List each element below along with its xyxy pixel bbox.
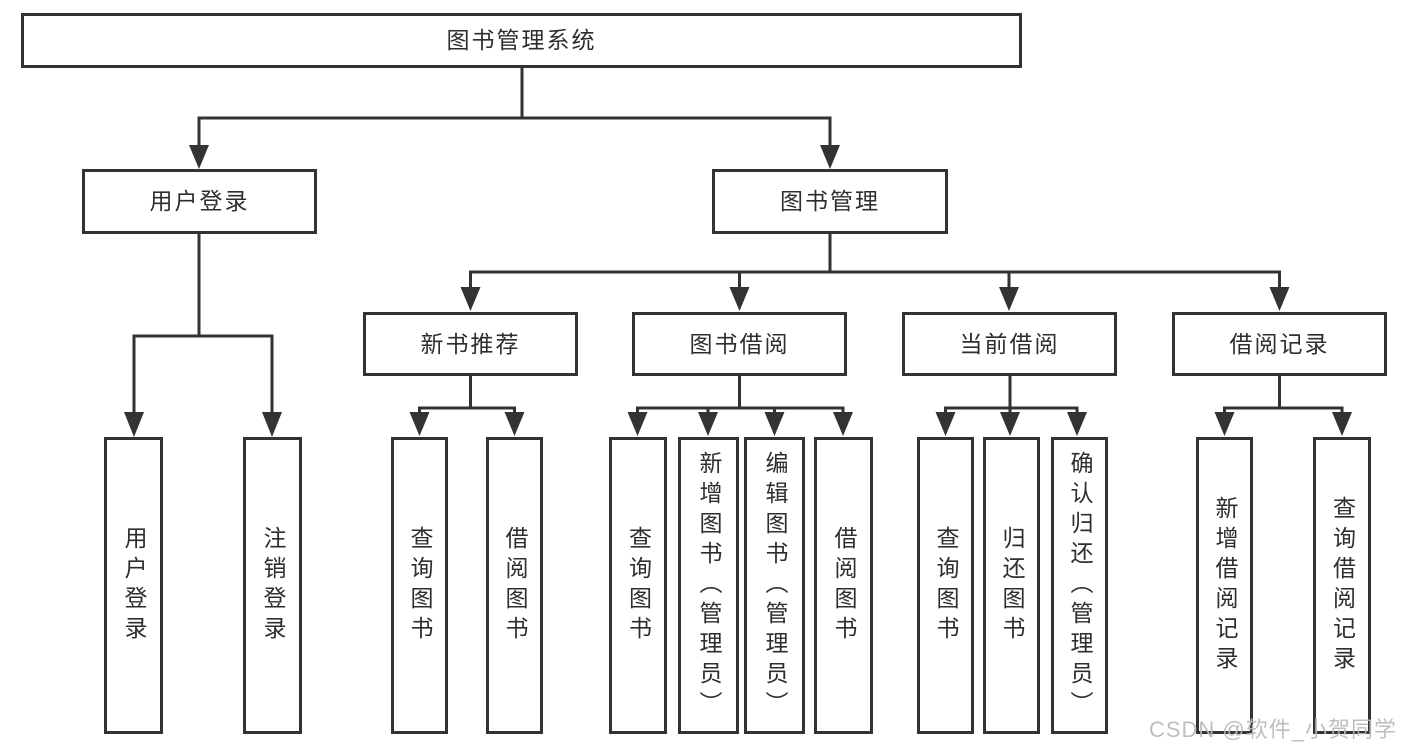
leaf-logout-label: 注销登录 [260,525,286,646]
leaf-newbook-query: 查询图书 [391,437,448,734]
leaf-borrow-edit-book-label: 编辑图书（管理员） [762,450,788,721]
leaf-borrow-add-book-label: 新增图书（管理员） [696,450,722,721]
watermark-text: CSDN @软件_小贺同学 [1148,717,1397,742]
arrowhead [1067,412,1087,436]
connector-book-borrow-children [627,376,853,436]
node-book-management-label: 图书管理 [780,188,880,214]
node-new-book-recommend: 新书推荐 [363,312,578,376]
arrowhead [999,287,1019,311]
connector-book-management-children [460,234,1290,311]
arrowhead [504,412,525,436]
node-borrow-records-label: 借阅记录 [1229,330,1330,357]
leaf-borrow-borrow-book: 借阅图书 [814,437,873,734]
leaf-borrow-query-label: 查询图书 [625,525,652,646]
node-user-login: 用户登录 [82,169,317,234]
leaf-newbook-borrow: 借阅图书 [486,437,543,734]
arrowhead [1269,287,1290,311]
leaf-logout: 注销登录 [243,437,302,734]
connector-root-to-level2 [189,68,840,169]
node-borrow-records: 借阅记录 [1172,312,1387,376]
arrowhead [1214,412,1235,436]
node-root: 图书管理系统 [21,13,1022,68]
leaf-current-confirm-return: 确认归还（管理员） [1051,437,1108,734]
node-current-borrow: 当前借阅 [902,312,1117,376]
connector-borrow-records-children [1214,376,1352,436]
node-book-borrow: 图书借阅 [632,312,847,376]
leaf-current-confirm-return-label: 确认归还（管理员） [1067,450,1093,721]
arrowhead [729,287,750,311]
node-book-borrow-label: 图书借阅 [689,330,790,357]
arrowhead [1332,412,1352,436]
leaf-borrow-query: 查询图书 [609,437,667,734]
leaf-records-add: 新增借阅记录 [1196,437,1253,734]
leaf-records-add-label: 新增借阅记录 [1212,495,1238,676]
arrowhead [820,145,840,169]
arrowhead [833,412,853,436]
node-user-login-label: 用户登录 [149,188,250,214]
leaf-newbook-borrow-label: 借阅图书 [502,525,528,646]
connector-user-login-children [124,234,282,437]
node-current-borrow-label: 当前借阅 [959,330,1060,357]
leaf-records-query-label: 查询借阅记录 [1329,495,1356,676]
arrowhead [698,412,718,436]
leaf-current-query: 查询图书 [917,437,974,734]
arrowhead [627,412,648,436]
node-book-management: 图书管理 [712,169,948,234]
leaf-current-return: 归还图书 [983,437,1040,734]
leaf-current-query-label: 查询图书 [933,525,959,646]
connector-current-borrow-children [935,376,1087,436]
arrowhead [460,287,481,311]
arrowhead [409,412,430,436]
leaf-records-query: 查询借阅记录 [1313,437,1371,734]
leaf-current-return-label: 归还图书 [999,525,1025,646]
arrowhead [124,412,144,437]
arrowhead [189,145,209,169]
leaf-newbook-query-label: 查询图书 [407,525,433,646]
leaf-borrow-edit-book: 编辑图书（管理员） [744,437,805,734]
arrowhead [935,412,956,436]
node-new-book-recommend-label: 新书推荐 [420,330,521,357]
arrowhead [262,412,282,437]
connector-new-book-children [409,376,525,436]
arrowhead [764,412,785,436]
leaf-borrow-add-book: 新增图书（管理员） [678,437,739,734]
arrowhead [1000,412,1020,436]
node-root-label: 图书管理系统 [446,27,597,53]
leaf-user-login-label: 用户登录 [121,525,147,646]
leaf-borrow-borrow-book-label: 借阅图书 [831,525,857,646]
leaf-user-login: 用户登录 [104,437,163,734]
